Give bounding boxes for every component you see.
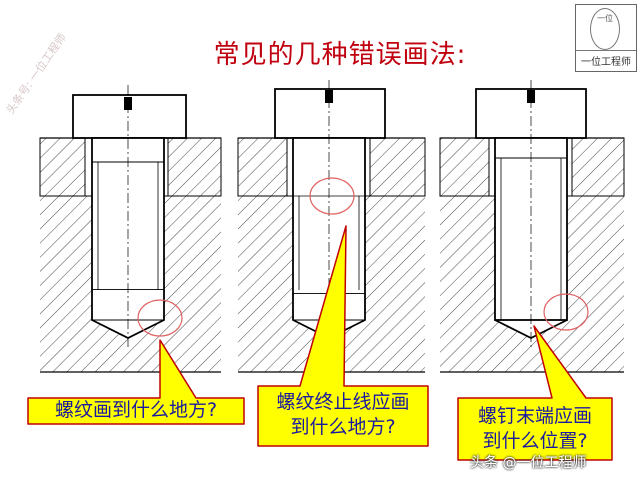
page-title: 常见的几种错误画法: [213,40,467,70]
callout-2-text: 螺纹终止线应画 到什么地方? [260,390,426,440]
plate-bottom-3 [440,196,624,372]
callout-3-shape [457,325,613,461]
plate-top-right-1 [167,137,222,197]
screw-slot-2 [325,90,333,103]
callout-1-text: 螺纹画到什么地方? [54,399,218,421]
highlight-circle-1 [137,299,183,337]
figure-1 [39,85,222,373]
plate-top-left-1 [39,137,86,197]
figure-3 [439,80,625,373]
callout-2-line-2: 到什么地方? [290,416,396,438]
callout-3-text: 螺钉末端应画 到什么位置? [460,404,610,454]
plate-top-right-2 [369,137,426,197]
logo-text: 一位工程师 [576,50,636,68]
highlight-circle-2 [309,177,355,215]
screw-slot-3 [527,90,535,103]
logo-circle: 一位 [590,8,620,50]
callout-2-shape [257,225,429,447]
callout-3-line-1: 螺钉末端应画 [477,405,592,427]
callout-3-line-2: 到什么位置? [482,430,588,452]
callout-2-line-1: 螺纹终止线应画 [276,391,410,413]
plate-top-left-2 [237,137,288,197]
logo: 一位 一位工程师 [575,4,637,72]
plate-bottom-2 [238,196,425,372]
plate-top-right-3 [571,137,625,197]
callout-1-shape [27,339,245,425]
figure-2 [237,80,426,373]
highlight-circle-3 [543,293,589,331]
plate-top-left-3 [439,137,490,197]
footer-watermark: 头条 @一位工程师 [470,455,587,471]
plate-bottom-1 [40,196,221,372]
